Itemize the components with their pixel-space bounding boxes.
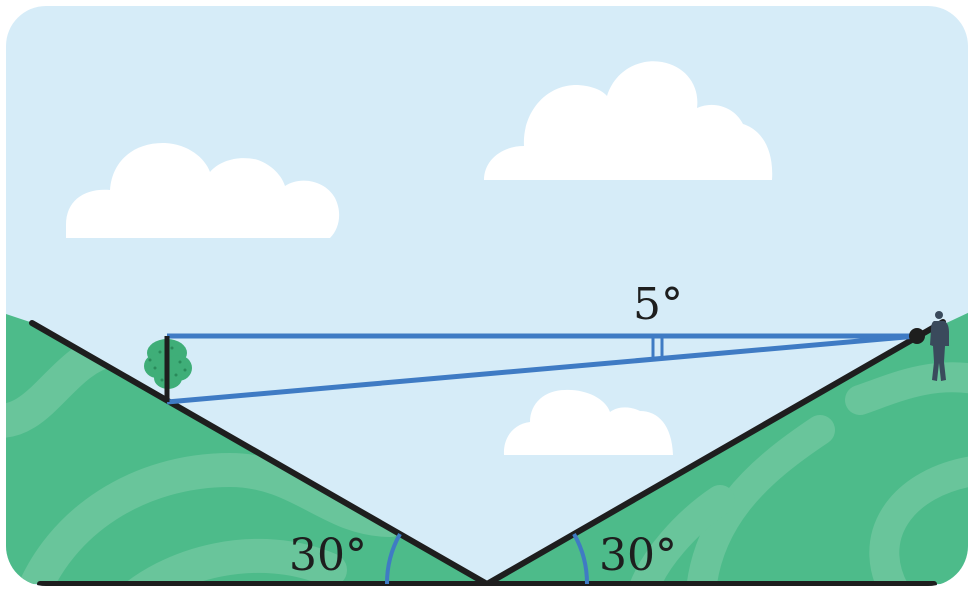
cloud-icon: [484, 61, 773, 180]
scene-frame: 5° 30° 30°: [6, 6, 968, 586]
cloud-icon: [66, 142, 340, 238]
left-angle-arc: [384, 533, 402, 585]
person-icon: [930, 311, 949, 381]
scene-diagram: [6, 61, 968, 586]
angle-tick-marks: [651, 336, 664, 359]
sight-lines: [166, 333, 918, 405]
tree-icon: [144, 336, 192, 402]
top-angle-label: 5°: [633, 279, 683, 330]
observer-point: [909, 328, 925, 344]
cloud-icon: [503, 389, 673, 455]
valley-lines: [29, 319, 946, 586]
left-angle-label: 30°: [289, 530, 367, 581]
right-angle-label: 30°: [599, 530, 677, 581]
right-angle-arc: [572, 533, 590, 585]
